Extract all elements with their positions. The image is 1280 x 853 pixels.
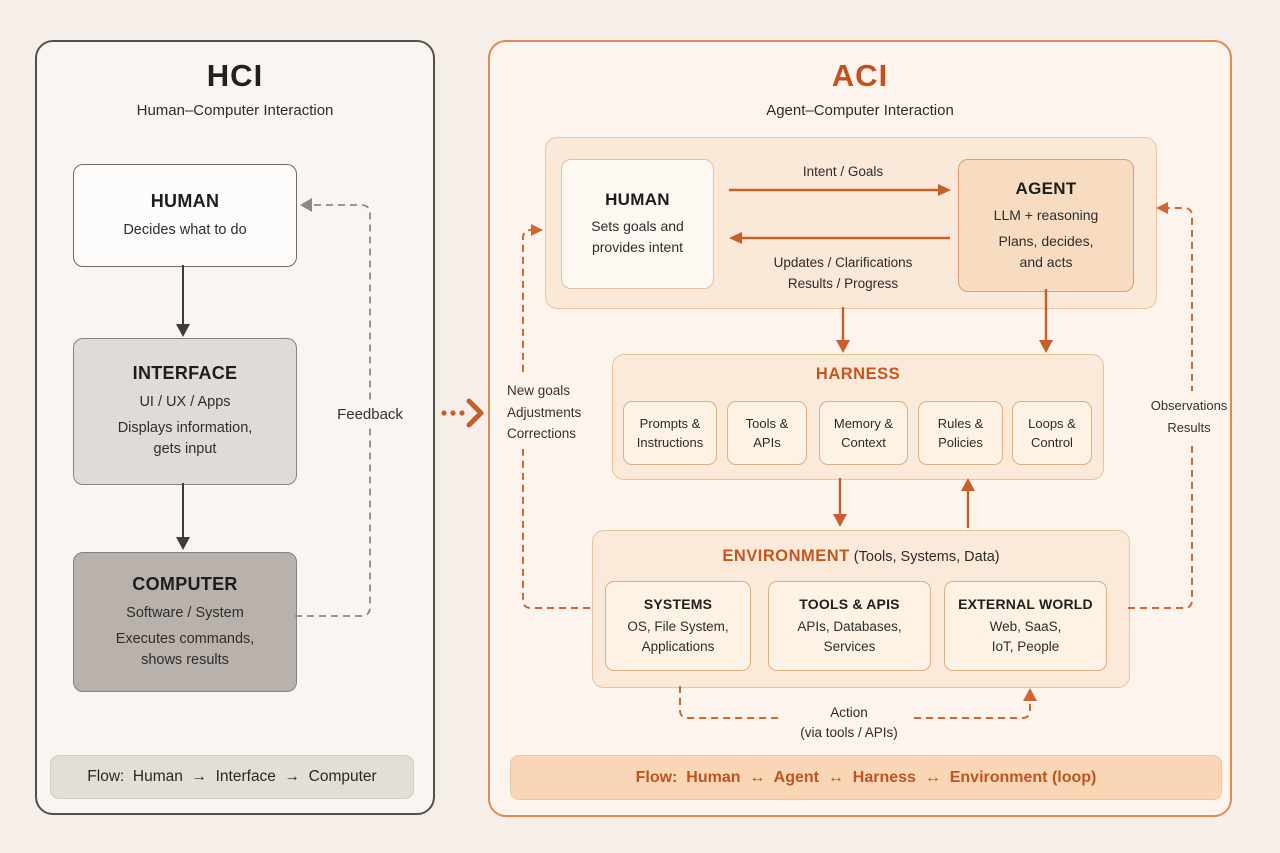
corrections-line: Corrections: [507, 426, 577, 441]
aci-agent-box: AGENT LLM + reasoning Plans, decides, an…: [958, 159, 1134, 292]
hci-computer-desc-1: Software / System: [126, 604, 244, 621]
hci-subtitle: Human–Computer Interaction: [136, 102, 334, 119]
hci-human-box: HUMAN Decides what to do: [73, 164, 297, 267]
aci-human-box: HUMAN Sets goals and provides intent: [561, 159, 714, 289]
new-goals-label-block: New goals Adjustments Corrections: [501, 376, 588, 449]
aci-human-title: HUMAN: [605, 190, 670, 209]
hci-human-title: HUMAN: [150, 190, 220, 211]
environment-title: ENVIRONMENT (Tools, Systems, Data): [593, 547, 1129, 566]
aci-agent-title: AGENT: [1015, 178, 1077, 198]
action-label: Action: [830, 705, 868, 720]
action-via-tools-label: (via tools / APIs): [800, 725, 898, 740]
env-box-systems: SYSTEMS OS, File System, Applications: [605, 581, 751, 671]
results-progress-label: Results / Progress: [787, 276, 899, 291]
env-box-line: Web, SaaS,: [989, 618, 1062, 634]
harness-container: HARNESS Prompts & Instructions Tools & A…: [612, 354, 1104, 480]
chip-line: Policies: [938, 435, 983, 450]
hci-interface-desc-1: UI / UX / Apps: [139, 394, 231, 410]
env-box-line: IoT, People: [991, 638, 1060, 654]
aci-flow-text: Flow: Human ↔ Agent ↔ Harness ↔ Environm…: [635, 768, 1097, 786]
env-box-line: OS, File System,: [627, 618, 729, 634]
hci-interface-title: INTERFACE: [132, 363, 238, 383]
hci-computer-desc-2: Executes commands,: [115, 630, 255, 647]
harness-chip-memory: Memory & Context: [819, 401, 908, 465]
chip-line: Loops &: [1028, 416, 1076, 431]
harness-chip-loops: Loops & Control: [1012, 401, 1092, 465]
hci-title: HCI: [206, 58, 264, 93]
aci-human-agent-container: HUMAN Sets goals and provides intent AGE…: [545, 137, 1157, 309]
env-box-title: EXTERNAL WORLD: [958, 595, 1093, 612]
aci-panel: ACI Agent–Computer Interaction HUMAN Set…: [488, 40, 1232, 817]
environment-title-suffix: (Tools, Systems, Data): [853, 549, 1000, 565]
hci-flow-text: Flow: Human → Interface → Computer: [87, 768, 377, 785]
hci-interface-box: INTERFACE UI / UX / Apps Displays inform…: [73, 338, 297, 485]
chip-line: Instructions: [636, 435, 704, 450]
aci-flow-bar: Flow: Human ↔ Agent ↔ Harness ↔ Environm…: [510, 755, 1222, 800]
observations-line: Observations: [1150, 398, 1228, 413]
aci-human-desc-2: provides intent: [591, 239, 684, 255]
env-box-title: SYSTEMS: [643, 595, 713, 612]
hci-human-desc: Decides what to do: [123, 221, 247, 238]
hci-interface-desc-2: Displays information,: [117, 420, 253, 436]
environment-container: ENVIRONMENT (Tools, Systems, Data) SYSTE…: [592, 530, 1130, 688]
hci-flow-bar: Flow: Human → Interface → Computer: [50, 755, 414, 799]
aci-human-desc-1: Sets goals and: [591, 218, 684, 234]
environment-title-main: ENVIRONMENT: [722, 547, 850, 565]
env-box-line: APIs, Databases,: [797, 618, 902, 634]
chip-line: Tools &: [745, 416, 789, 431]
chip-line: Memory &: [833, 416, 894, 431]
aci-agent-desc-2: Plans, decides,: [998, 232, 1094, 249]
env-box-title: TOOLS & APIS: [799, 595, 900, 612]
chip-line: Control: [1031, 435, 1073, 450]
hci-computer-desc-3: shows results: [141, 651, 229, 668]
env-box-tools-apis: TOOLS & APIS APIs, Databases, Services: [768, 581, 931, 671]
hci-computer-title: COMPUTER: [132, 573, 238, 594]
aci-subtitle: Agent–Computer Interaction: [766, 102, 954, 119]
harness-chip-rules: Rules & Policies: [918, 401, 1003, 465]
new-goals-line: New goals: [507, 383, 571, 398]
adjustments-line: Adjustments: [507, 404, 582, 420]
chip-line: Context: [841, 435, 886, 450]
results-line: Results: [1167, 420, 1211, 435]
hci-to-aci-dotted-arrow: [441, 398, 484, 428]
chip-line: APIs: [753, 435, 781, 450]
aci-agent-desc-3: and acts: [1019, 253, 1073, 270]
intent-goals-label: Intent / Goals: [802, 164, 884, 179]
hci-panel: HCI Human–Computer Interaction HUMAN Dec…: [35, 40, 435, 815]
env-box-line: Services: [823, 638, 876, 654]
chip-line: Prompts &: [639, 416, 701, 431]
harness-title: HARNESS: [815, 365, 901, 383]
chip-line: Rules &: [937, 416, 984, 431]
observations-label-block: Observations Results: [1148, 391, 1230, 443]
aci-title: ACI: [831, 58, 889, 93]
harness-chip-prompts: Prompts & Instructions: [623, 401, 717, 465]
aci-agent-desc-1: LLM + reasoning: [993, 206, 1099, 223]
updates-clarifications-label: Updates / Clarifications: [773, 255, 913, 270]
harness-chip-tools: Tools & APIs: [727, 401, 807, 465]
hci-computer-box: COMPUTER Software / System Executes comm…: [73, 552, 297, 692]
env-box-line: Applications: [641, 638, 715, 654]
hci-interface-desc-3: gets input: [153, 441, 217, 457]
env-box-external-world: EXTERNAL WORLD Web, SaaS, IoT, People: [944, 581, 1107, 671]
feedback-label: Feedback: [336, 403, 404, 426]
